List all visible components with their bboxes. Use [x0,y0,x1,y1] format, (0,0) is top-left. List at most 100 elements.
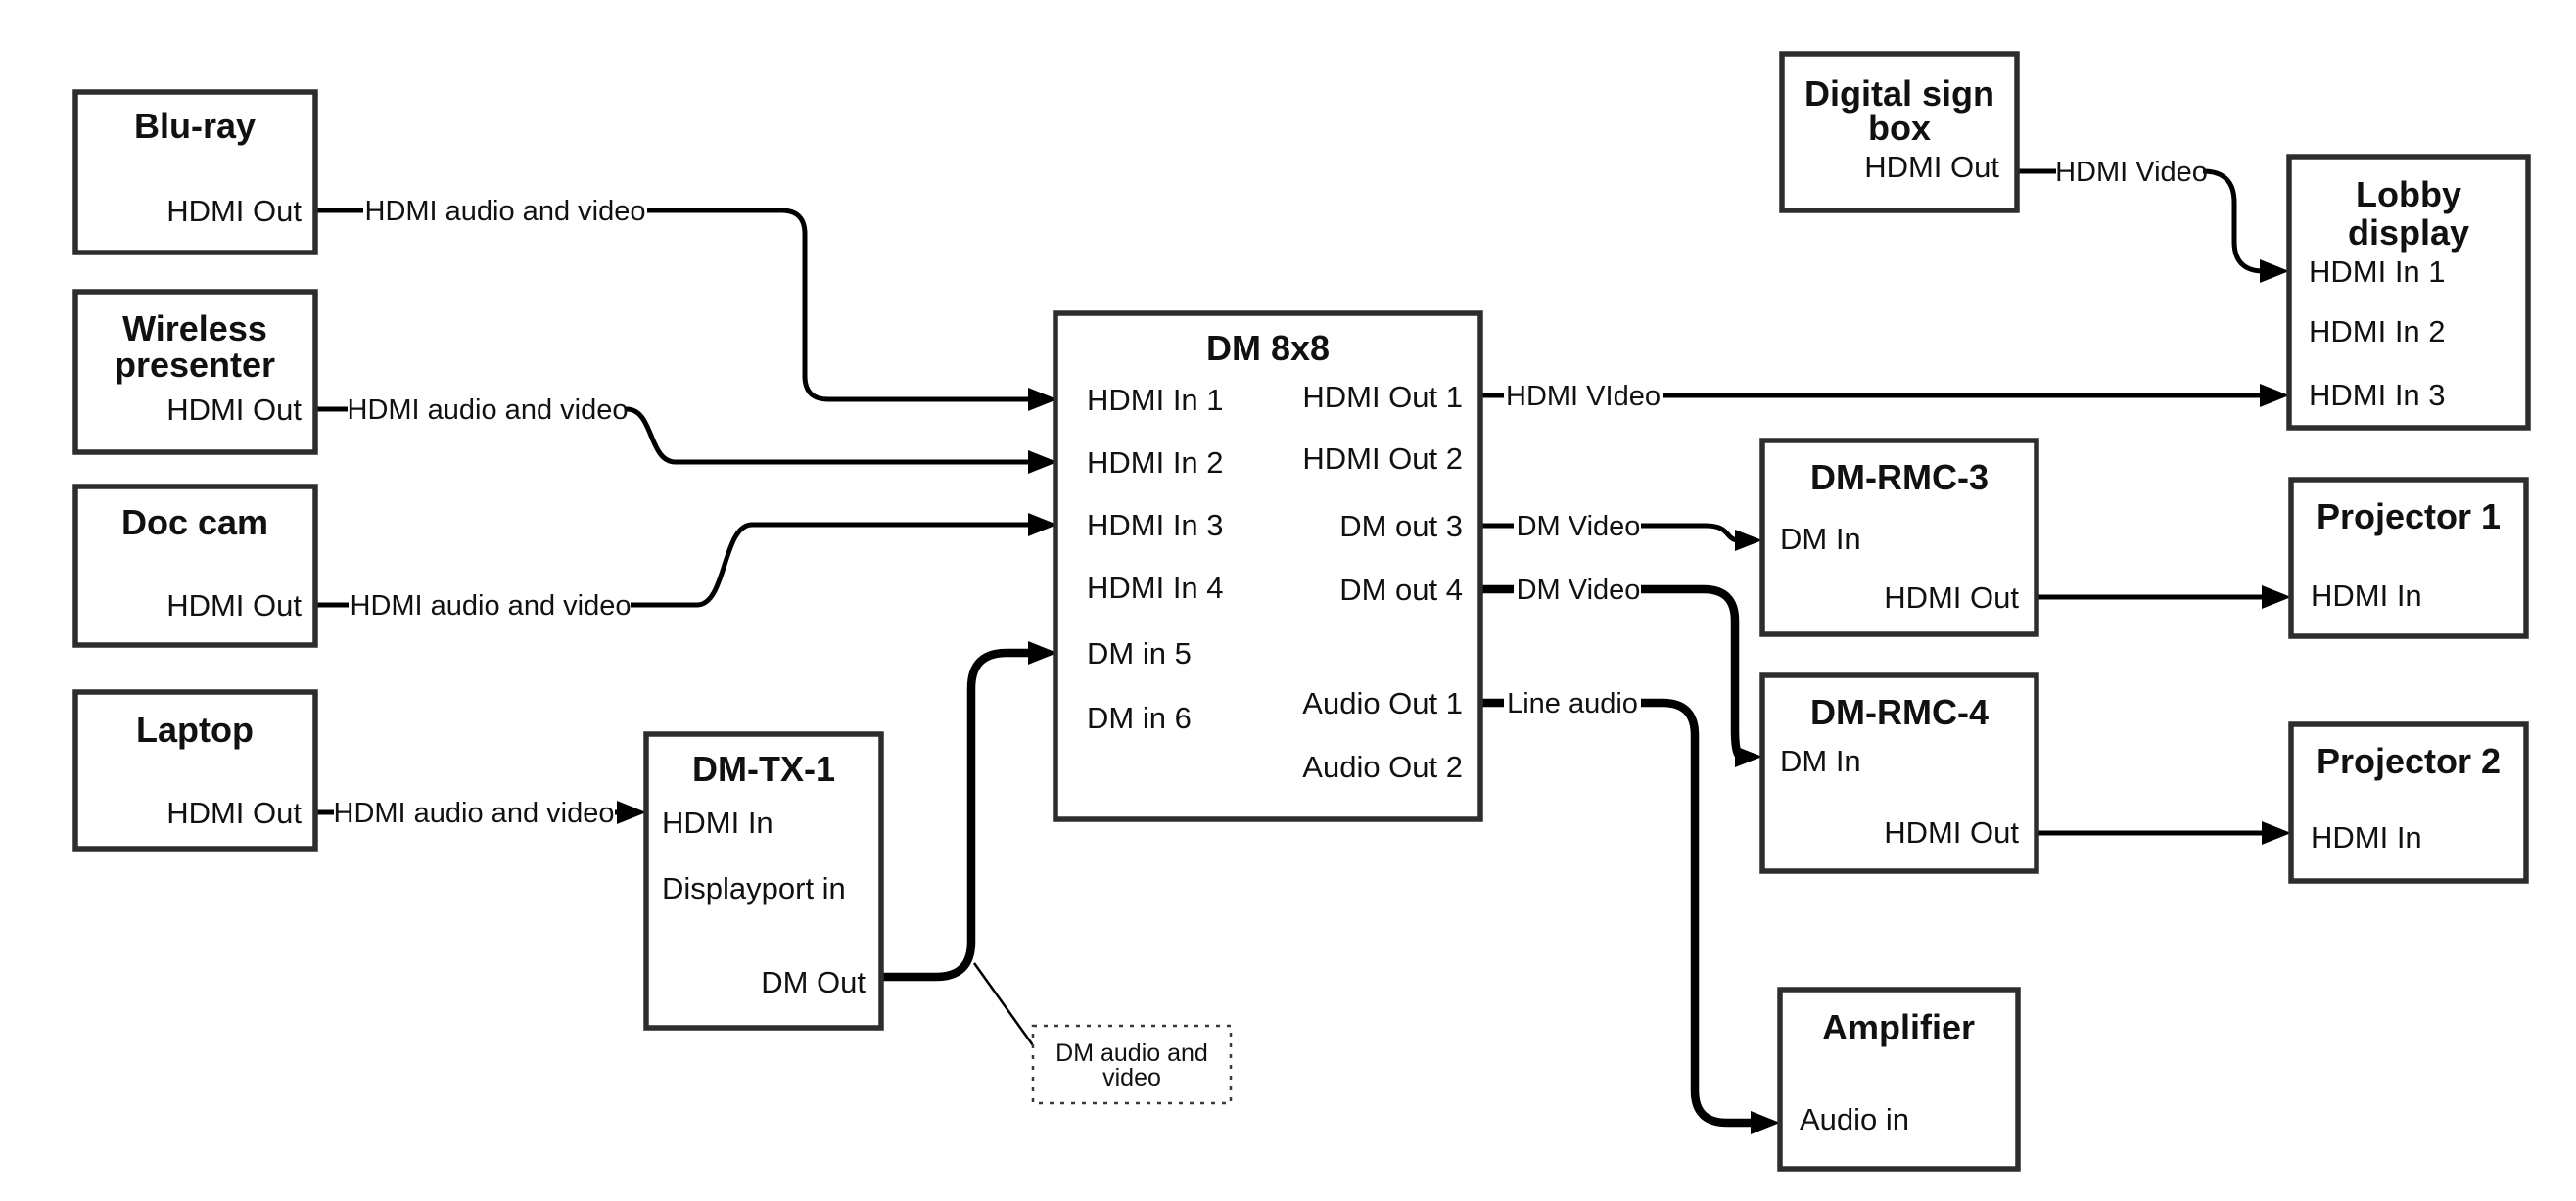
callout-leader-line [972,962,1035,1046]
callout-dm-audio-and-video: DM audio and video [1031,1024,1233,1105]
dm-8x8-port-dm-out-4: DM out 4 [1339,573,1463,607]
wire-doccam-to-hdmi-in-3 [315,522,1030,608]
label-bg [1514,505,1641,546]
node-lobby-display: Lobby display HDMI In 1 HDMI In 2 HDMI I… [2286,154,2531,431]
doc-cam-title: Doc cam [121,502,268,542]
digital-sign-port-hdmi-out: HDMI Out [1864,150,1999,184]
doc-cam-port-hdmi-out: HDMI Out [166,588,302,623]
dm-tx-1-port-hdmi-in: HDMI In [662,806,773,840]
dm-tx-1-title: DM-TX-1 [692,749,835,789]
wire-label-line-audio: Line audio [1507,688,1638,719]
arrow-into-hdmi-in-3 [1028,513,1057,536]
dm-8x8-port-audio-out-1: Audio Out 1 [1302,686,1463,720]
projector-2-title: Projector 2 [2317,741,2501,781]
node-projector-1: Projector 1 HDMI In [2288,477,2529,639]
arrow-into-amplifier-audio-in [1751,1111,1780,1134]
wire-label-sign-video: HDMI Video [2055,157,2208,188]
wireless-presenter-title-line1: Wireless [122,308,267,348]
wireless-presenter-port-hdmi-out: HDMI Out [166,393,302,427]
dm-8x8-port-dm-in-6: DM in 6 [1087,701,1192,735]
label-bg [334,792,615,833]
arrow-into-lobby-hdmi-in-3 [2260,384,2289,407]
amplifier-port-audio-in: Audio in [1800,1102,1909,1136]
digital-sign-box [1779,51,2020,213]
callout-dotted-box [1031,1024,1233,1105]
dm-8x8-port-dm-out-3: DM out 3 [1339,509,1463,543]
wire-labels: HDMI audio and video HDMI audio and vide… [334,151,2208,833]
wire-audio-out-1-to-amplifier [1480,698,1755,1128]
label-bg [1504,375,1663,416]
label-bg [348,389,625,430]
wireless-presenter-title-line2: presenter [115,345,275,385]
node-dm-tx-1: DM-TX-1 HDMI In Displayport in DM Out [643,731,884,1031]
wire-wireless-to-hdmi-in-2 [315,406,1030,465]
callout-text-line1: DM audio and [1055,1039,1208,1067]
lobby-display-title-line2: display [2348,212,2469,253]
bluray-box [72,89,318,255]
dm-rmc-3-port-hdmi-out: HDMI Out [1884,580,2019,615]
bluray-port-hdmi-out: HDMI Out [166,194,302,228]
label-bg [363,190,647,231]
wire-label-hdmi-out-1: HDMI VIdeo [1506,381,1661,412]
arrow-into-projector1-hdmi-in [2262,585,2291,609]
bluray-title: Blu-ray [134,106,256,146]
doc-cam-box [72,484,318,648]
wire-label-dm-out-4: DM Video [1517,575,1641,606]
node-dm-rmc-3: DM-RMC-3 DM In HDMI Out [1759,438,2039,637]
node-digital-sign-box: Digital sign box HDMI Out [1779,51,2020,213]
dm-rmc-4-title: DM-RMC-4 [1810,692,1989,732]
laptop-port-hdmi-out: HDMI Out [166,796,302,830]
dm-tx-1-port-dm-out: DM Out [761,965,866,999]
label-bg [349,584,631,625]
node-dm-8x8: DM 8x8 HDMI In 1 HDMI In 2 HDMI In 3 HDM… [1053,310,1483,822]
wire-dmtx1-to-dm-in-5 [881,648,1030,982]
wire-bluray-to-hdmi-in-1 [315,208,1030,402]
dm-8x8-title: DM 8x8 [1206,328,1330,368]
projector-2-port-hdmi-in: HDMI In [2311,820,2422,855]
projector-2-box [2288,721,2529,884]
lobby-display-port-hdmi-in-2: HDMI In 2 [2309,314,2446,348]
wire-label-doccam: HDMI audio and video [351,590,632,622]
dm-rmc-4-box [1759,672,2039,874]
dm-rmc-4-port-dm-in: DM In [1780,744,1861,778]
label-bg [1514,569,1641,610]
dm-tx-1-box [643,731,884,1031]
lobby-display-title-line1: Lobby [2356,174,2461,214]
amplifier-title: Amplifier [1822,1007,1975,1047]
node-laptop: Laptop HDMI Out [72,689,318,852]
dm-rmc-3-box [1759,438,2039,637]
arrow-into-hdmi-in-1 [1028,388,1057,411]
wire-label-dm-out-3: DM Video [1517,511,1641,542]
dm-8x8-port-hdmi-in-3: HDMI In 3 [1087,508,1224,542]
node-dm-rmc-4: DM-RMC-4 DM In HDMI Out [1759,672,2039,874]
amplifier-box [1777,987,2021,1172]
node-wireless-presenter: Wireless presenter HDMI Out [72,289,318,455]
wire-sign-to-lobby [2017,168,2265,274]
arrow-into-lobby-hdmi-in-1 [2260,259,2289,283]
arrow-into-rmc4-dm-in [1735,746,1762,767]
digital-sign-title-line2: box [1868,108,1931,148]
wire-dm-out-4-to-rmc4 [1480,584,1743,762]
dm-8x8-port-dm-in-5: DM in 5 [1087,636,1192,670]
dm-rmc-4-port-hdmi-out: HDMI Out [1884,815,2019,850]
lobby-display-port-hdmi-in-3: HDMI In 3 [2309,378,2446,412]
arrow-into-dmtx1-hdmi-in [617,801,646,824]
node-projector-2: Projector 2 HDMI In [2288,721,2529,884]
lobby-display-box [2286,154,2531,431]
label-bg [2056,151,2203,192]
label-bg [1504,682,1641,723]
dm-8x8-box [1053,310,1483,822]
dm-rmc-3-port-dm-in: DM In [1780,522,1861,556]
arrow-into-dm-in-5 [1028,641,1057,665]
dm-rmc-3-title: DM-RMC-3 [1810,457,1989,497]
wire-label-laptop: HDMI audio and video [334,798,615,829]
dm-8x8-port-hdmi-out-1: HDMI Out 1 [1302,380,1463,414]
projector-1-box [2288,477,2529,639]
arrow-into-projector2-hdmi-in [2262,821,2291,845]
projector-1-title: Projector 1 [2317,496,2501,536]
dm-8x8-port-audio-out-2: Audio Out 2 [1302,750,1463,784]
lobby-display-port-hdmi-in-1: HDMI In 1 [2309,254,2446,289]
node-doc-cam: Doc cam HDMI Out [72,484,318,648]
